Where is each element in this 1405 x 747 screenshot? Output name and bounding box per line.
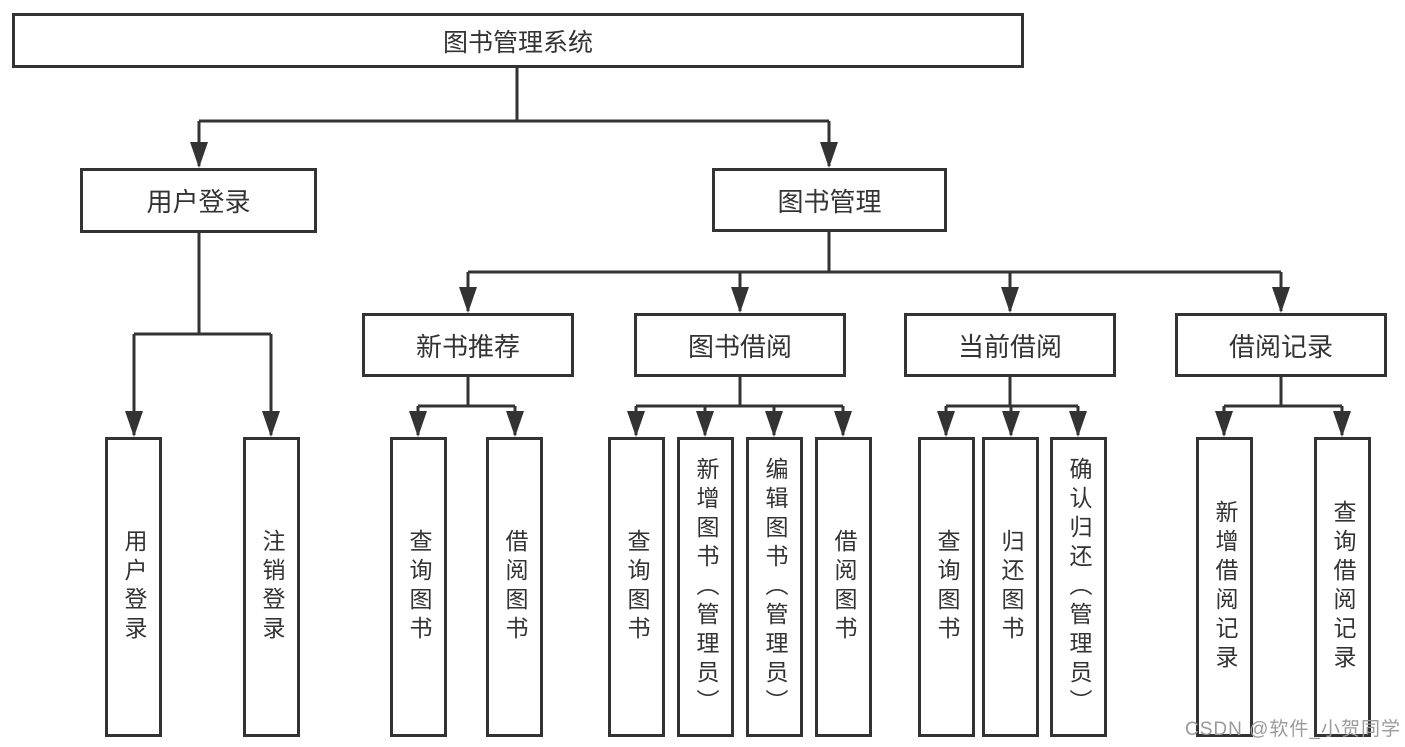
node-library-management-system: 图书管理系统 bbox=[12, 13, 1024, 68]
leaf-label: 借阅图书 bbox=[502, 529, 528, 645]
leaf-user-login: 用户登录 bbox=[105, 437, 162, 737]
leaf-label: 归还图书 bbox=[998, 529, 1024, 645]
leaf-query-books-borrowing: 查询图书 bbox=[608, 437, 665, 737]
arrowheads bbox=[125, 142, 1351, 437]
leaf-query-borrow-record: 查询借阅记录 bbox=[1314, 437, 1371, 737]
leaf-query-books-newrec: 查询图书 bbox=[390, 437, 447, 737]
leaf-return-book: 归还图书 bbox=[982, 437, 1039, 737]
leaf-add-book-admin: 新增图书（管理员） bbox=[677, 437, 734, 737]
leaf-label: 查询借阅记录 bbox=[1330, 500, 1356, 674]
leaf-label: 编辑图书（管理员） bbox=[762, 456, 788, 718]
leaf-query-books-current: 查询图书 bbox=[918, 437, 975, 737]
leaf-label: 确认归还（管理员） bbox=[1066, 456, 1092, 718]
watermark-text: CSDN @软件_小贺同学 bbox=[1185, 719, 1401, 740]
leaf-label: 查询图书 bbox=[406, 529, 432, 645]
leaf-label: 用户登录 bbox=[121, 529, 147, 645]
node-current-borrowing: 当前借阅 bbox=[904, 313, 1116, 377]
leaf-logout: 注销登录 bbox=[243, 437, 300, 737]
leaf-label: 新增图书（管理员） bbox=[693, 456, 719, 718]
leaf-borrow-books-newrec: 借阅图书 bbox=[486, 437, 543, 737]
leaf-label: 新增借阅记录 bbox=[1212, 500, 1238, 674]
node-borrowing-records: 借阅记录 bbox=[1175, 313, 1387, 377]
leaf-label: 借阅图书 bbox=[831, 529, 857, 645]
leaf-add-borrow-record: 新增借阅记录 bbox=[1196, 437, 1253, 737]
leaf-borrow-books-borrowing: 借阅图书 bbox=[815, 437, 872, 737]
leaf-confirm-return-admin: 确认归还（管理员） bbox=[1050, 437, 1107, 737]
node-book-management: 图书管理 bbox=[712, 168, 947, 232]
leaf-label: 注销登录 bbox=[259, 529, 285, 645]
leaf-edit-book-admin: 编辑图书（管理员） bbox=[746, 437, 803, 737]
leaf-label: 查询图书 bbox=[624, 529, 650, 645]
node-new-book-recommend: 新书推荐 bbox=[362, 313, 574, 377]
node-book-borrowing: 图书借阅 bbox=[634, 313, 846, 377]
node-user-login: 用户登录 bbox=[80, 168, 317, 233]
leaf-label: 查询图书 bbox=[934, 529, 960, 645]
